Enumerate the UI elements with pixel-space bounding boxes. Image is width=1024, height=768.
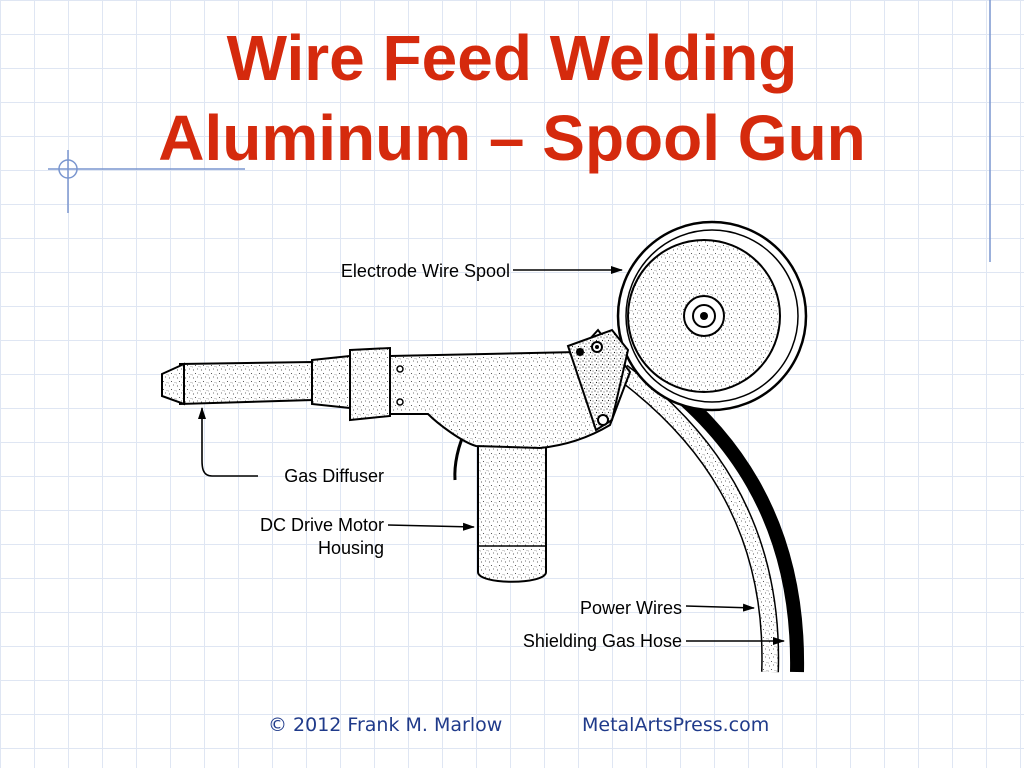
- label-electrode-wire-spool: Electrode Wire Spool: [341, 261, 510, 281]
- leader-dc-drive-motor: [387, 522, 475, 531]
- dc-drive-motor-housing: [453, 408, 547, 583]
- leader-power-wires: [685, 603, 755, 612]
- label-dc-drive-motor: DC Drive Motor: [260, 515, 384, 535]
- gas-diffuser-tip: [161, 362, 185, 406]
- gun-body: [161, 328, 632, 450]
- electrode-wire-spool: [616, 220, 808, 412]
- label-shielding-gas-hose: Shielding Gas Hose: [523, 631, 682, 651]
- title-line-1: Wire Feed Welding: [226, 22, 798, 94]
- label-dc-drive-motor-housing: Housing: [318, 538, 384, 558]
- label-gas-diffuser: Gas Diffuser: [284, 466, 384, 486]
- footer-copyright: © 2012 Frank M. Marlow: [268, 714, 503, 736]
- leader-gas-diffuser: [198, 407, 258, 477]
- slide-title: Wire Feed Welding Aluminum – Spool Gun: [60, 18, 964, 178]
- title-line-2: Aluminum – Spool Gun: [158, 102, 866, 174]
- callout-leaders: [198, 266, 785, 645]
- label-power-wires: Power Wires: [580, 598, 682, 618]
- footer-website: MetalArtsPress.com: [582, 714, 770, 736]
- slide-accent-lines: [48, 0, 991, 262]
